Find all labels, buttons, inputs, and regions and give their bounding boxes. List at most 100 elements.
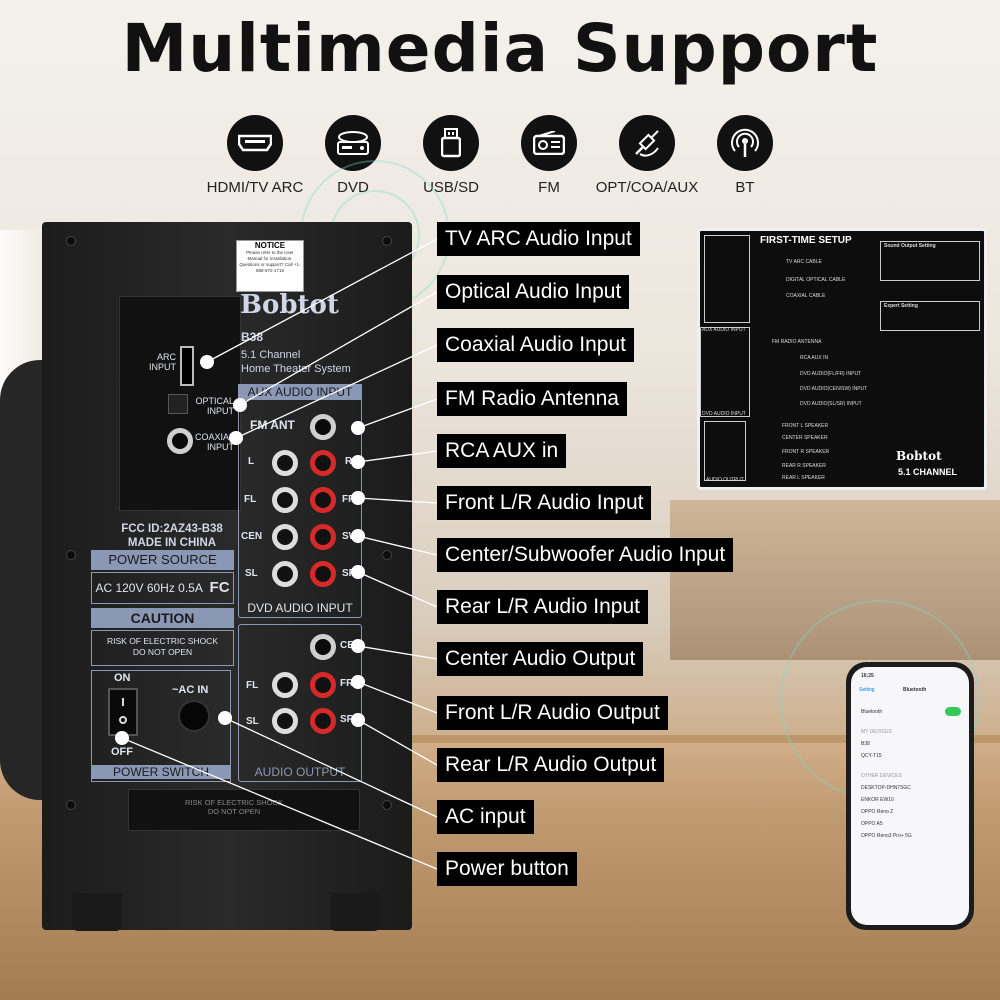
callout-rca-aux: RCA AUX in bbox=[437, 434, 567, 468]
dvd-sw-jack[interactable] bbox=[310, 524, 336, 550]
setup-row: AUX AUDIO INPUT bbox=[702, 327, 746, 333]
ac-power-port[interactable] bbox=[178, 700, 210, 732]
model-subtitle: 5.1 Channel bbox=[241, 349, 301, 361]
bottom-text-line: DO NOT OPEN bbox=[207, 807, 261, 816]
fc-mark: FC bbox=[209, 579, 230, 596]
off-label: OFF bbox=[111, 746, 133, 758]
phone-time: 16:25 bbox=[861, 673, 874, 679]
phone-other-device[interactable]: OPPO Reno Z bbox=[861, 809, 894, 815]
feature-label: OPT/COA/AUX bbox=[595, 179, 699, 196]
rocker-off-mark bbox=[119, 716, 127, 724]
feature-label: FM bbox=[538, 179, 560, 196]
phone-other-device[interactable]: OPPO Reno3 Pro+ 5G bbox=[861, 833, 912, 839]
sr-out-jack[interactable] bbox=[310, 708, 336, 734]
optical-port[interactable] bbox=[168, 394, 188, 414]
jack-label: CEN bbox=[241, 531, 263, 542]
feature-icons-row: HDMI/TV ARC DVD USB/SD FM OPT/COA/AUX BT bbox=[195, 115, 795, 205]
phone-other-device[interactable]: OPPO A5 bbox=[861, 821, 883, 827]
phone-back-link[interactable]: Setting bbox=[859, 687, 875, 693]
setup-row: FM RADIO ANTENNA bbox=[772, 339, 822, 345]
optical-input-label: OPTICAL INPUT bbox=[195, 396, 234, 416]
notice-label: NOTICE Please refer to the User Manual f… bbox=[236, 240, 304, 292]
screw bbox=[66, 550, 76, 560]
callout-power-button: Power button bbox=[437, 852, 577, 886]
setup-guide-card: FIRST-TIME SETUP TV ARC CABLE DIGITAL OP… bbox=[697, 228, 987, 490]
setup-title: FIRST-TIME SETUP bbox=[760, 235, 852, 246]
screw bbox=[382, 236, 392, 246]
bluetooth-toggle[interactable] bbox=[945, 707, 961, 716]
arc-input-label: ARC INPUT bbox=[149, 352, 176, 372]
setup-row: DVD AUDIO(CEN/SW) INPUT bbox=[800, 386, 868, 392]
phone-other-device[interactable]: DESKTOP-DHN7SGC bbox=[861, 785, 911, 791]
jack-label: SR bbox=[340, 714, 354, 725]
callout-center-sub-input: Center/Subwoofer Audio Input bbox=[437, 538, 734, 572]
model-subtitle: Home Theater System bbox=[241, 363, 351, 375]
jack-label: SW bbox=[342, 531, 359, 542]
aux-l-jack[interactable] bbox=[272, 450, 298, 476]
jack-label: FR bbox=[342, 494, 356, 505]
dvd-cen-jack[interactable] bbox=[272, 524, 298, 550]
screw bbox=[66, 800, 76, 810]
caution-header: CAUTION bbox=[91, 608, 234, 628]
dvd-fl-jack[interactable] bbox=[272, 487, 298, 513]
setup-output-block bbox=[704, 421, 746, 481]
feature-label: USB/SD bbox=[423, 179, 479, 196]
power-rocker-switch[interactable] bbox=[108, 688, 138, 736]
callout-rear-input: Rear L/R Audio Input bbox=[437, 590, 648, 624]
setup-row: TV ARC CABLE bbox=[786, 259, 822, 265]
callout-front-output: Front L/R Audio Output bbox=[437, 696, 668, 730]
fcc-line: FCC ID:2AZ43-B38 bbox=[121, 523, 223, 535]
phone-section-my-devices: MY DEVICES bbox=[861, 729, 892, 735]
model-name: B38 bbox=[241, 330, 264, 344]
feature-label: BT bbox=[735, 179, 755, 196]
setup-sound-output: Sound Output Setting bbox=[884, 243, 936, 249]
setup-row: DIGITAL OPTICAL CABLE bbox=[786, 277, 846, 283]
setup-expert-box bbox=[880, 301, 980, 331]
hdmi-icon bbox=[227, 115, 283, 171]
dvd-input-footer: DVD AUDIO INPUT bbox=[247, 601, 353, 615]
phone-device[interactable]: QCY-T15 bbox=[861, 753, 882, 759]
setup-channel: 5.1 CHANNEL bbox=[898, 467, 958, 477]
fm-ant-label: FM ANT bbox=[250, 418, 295, 432]
ac-in-label: ~AC IN bbox=[172, 684, 209, 696]
setup-row: FRONT L SPEAKER bbox=[782, 423, 829, 429]
setup-row: REAR L SPEAKER bbox=[782, 475, 825, 481]
fl-out-jack[interactable] bbox=[272, 672, 298, 698]
bluetooth-antenna-icon bbox=[717, 115, 773, 171]
jack-label: FR bbox=[340, 678, 354, 689]
power-switch-footer: POWER SWITCH bbox=[91, 765, 231, 779]
feature-opt: OPT/COA/AUX bbox=[587, 115, 707, 196]
dvd-sl-jack[interactable] bbox=[272, 561, 298, 587]
hdmi-arc-port[interactable] bbox=[180, 346, 194, 386]
voltage-rating: AC 120V 60Hz 0.5A FC bbox=[91, 572, 234, 604]
aux-input-header: AUX AUDIO INPUT bbox=[238, 384, 362, 400]
jack-label: CE bbox=[340, 640, 354, 651]
coaxial-jack[interactable] bbox=[167, 428, 193, 454]
setup-row: DVD AUDIO(FL/FR) INPUT bbox=[800, 371, 862, 377]
setup-row: FRONT R SPEAKER bbox=[782, 449, 830, 455]
callout-front-input: Front L/R Audio Input bbox=[437, 486, 652, 520]
callout-optical: Optical Audio Input bbox=[437, 275, 630, 309]
dvd-fr-jack[interactable] bbox=[310, 487, 336, 513]
screw bbox=[382, 800, 392, 810]
feature-bt: BT bbox=[685, 115, 805, 196]
dvd-sr-jack[interactable] bbox=[310, 561, 336, 587]
callout-tv-arc: TV ARC Audio Input bbox=[437, 222, 640, 256]
fm-antenna-jack[interactable] bbox=[310, 414, 336, 440]
caution-text: DO NOT OPEN bbox=[132, 647, 193, 657]
voltage-text: AC 120V 60Hz 0.5A bbox=[95, 581, 203, 595]
sl-out-jack[interactable] bbox=[272, 708, 298, 734]
phone-other-device[interactable]: ENKOR EW10 bbox=[861, 797, 894, 803]
page-title: Multimedia Support bbox=[121, 10, 879, 87]
speaker-foot-left bbox=[72, 893, 122, 931]
aux-r-jack[interactable] bbox=[310, 450, 336, 476]
on-label: ON bbox=[114, 672, 131, 684]
jack-label: FL bbox=[244, 494, 257, 505]
cable-icon bbox=[619, 115, 675, 171]
setup-input-plate bbox=[704, 235, 750, 323]
fcc-id: FCC ID:2AZ43-B38 MADE IN CHINA bbox=[110, 522, 234, 550]
phone-device[interactable]: B38 bbox=[861, 741, 870, 747]
ce-out-jack[interactable] bbox=[310, 634, 336, 660]
callout-center-output: Center Audio Output bbox=[437, 642, 644, 676]
fr-out-jack[interactable] bbox=[310, 672, 336, 698]
